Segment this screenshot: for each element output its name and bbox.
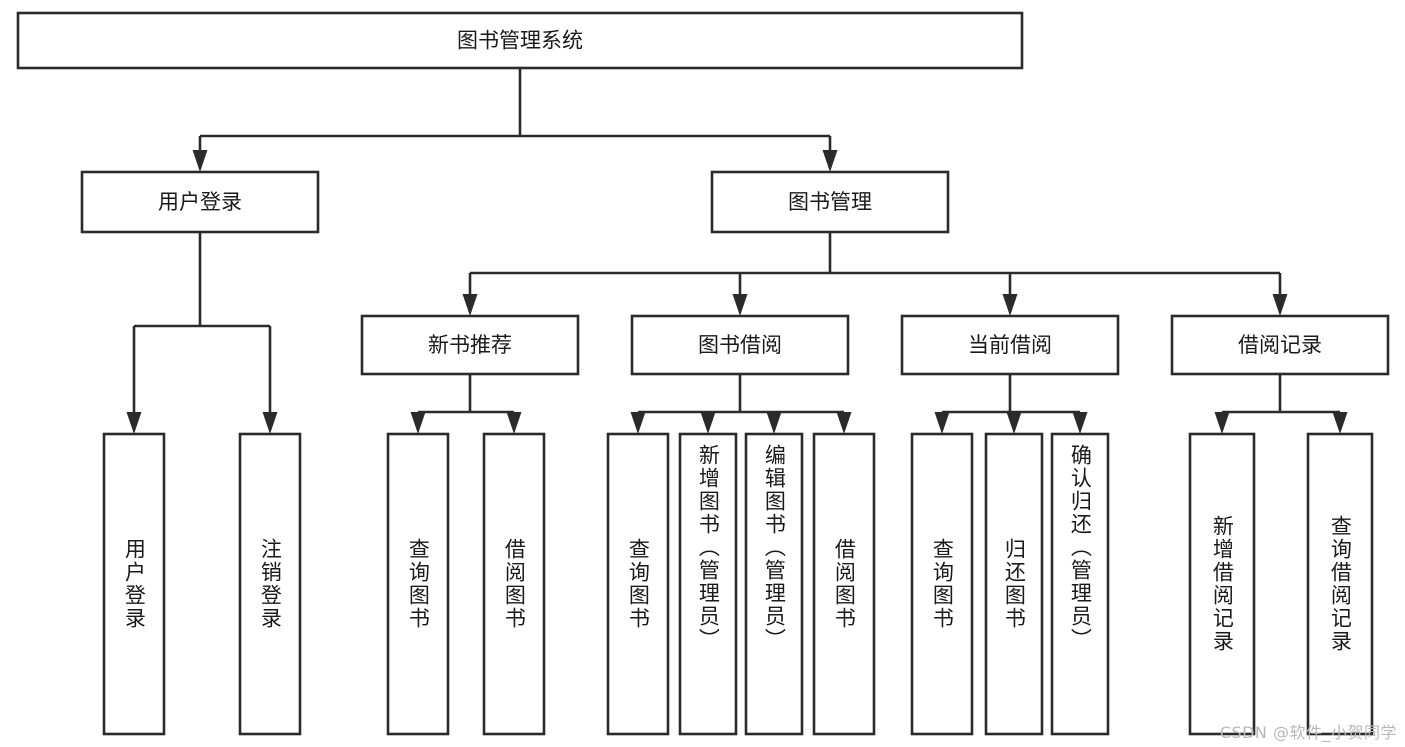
arrowhead-leaf-2-2 <box>1072 412 1088 434</box>
leaf-node-box-8[interactable] <box>910 432 974 736</box>
root-node-box[interactable] <box>16 11 1024 70</box>
leaf-node-box-2[interactable] <box>386 432 450 736</box>
arrowhead-user-login-leaf-1 <box>262 412 278 434</box>
level3-node-box-1[interactable] <box>630 314 850 376</box>
level3-node-box-2[interactable] <box>900 314 1120 376</box>
leaf-node-box-1[interactable] <box>238 432 302 736</box>
arrowhead-level3-0 <box>462 294 478 316</box>
arrowhead-level3-1 <box>732 294 748 316</box>
level2-node-label-1: 图书管理 <box>788 190 872 214</box>
leaf-node-box-9[interactable] <box>984 432 1044 736</box>
arrowhead-level3-3 <box>1272 294 1288 316</box>
leaf-node-box-4[interactable] <box>606 432 670 736</box>
level3-node-label-0: 新书推荐 <box>428 333 512 357</box>
arrowhead-leaf-3-1 <box>1332 412 1348 434</box>
arrowhead-leaf-1-2 <box>766 412 782 434</box>
arrowhead-leaf-2-1 <box>1006 412 1022 434</box>
arrowhead-leaf-1-0 <box>630 412 646 434</box>
arrowhead-leaf-0-1 <box>506 412 522 434</box>
arrowhead-level2-0 <box>192 150 208 172</box>
leaf-node-box-11[interactable] <box>1188 432 1256 736</box>
connector-lines <box>126 68 1348 434</box>
level3-node-label-3: 借阅记录 <box>1238 333 1322 357</box>
leaf-node-box-3[interactable] <box>482 432 546 736</box>
leaf-node-box-6[interactable] <box>744 432 804 736</box>
arrowhead-leaf-2-0 <box>934 412 950 434</box>
level3-node-box-3[interactable] <box>1170 314 1390 376</box>
leaf-node-box-7[interactable] <box>812 432 876 736</box>
arrowhead-leaf-3-0 <box>1214 412 1230 434</box>
arrowhead-level2-1 <box>822 150 838 172</box>
level2-node-box-0[interactable] <box>80 170 320 234</box>
leaf-node-box-0[interactable] <box>102 432 166 736</box>
node-boxes <box>16 11 1390 736</box>
root-node-label: 图书管理系统 <box>457 29 583 53</box>
arrowhead-user-login-leaf-0 <box>126 412 142 434</box>
arrowhead-leaf-0-0 <box>410 412 426 434</box>
level2-node-label-0: 用户登录 <box>158 190 242 214</box>
arrowhead-leaf-1-3 <box>836 412 852 434</box>
leaf-node-box-5[interactable] <box>678 432 738 736</box>
leaf-node-box-10[interactable] <box>1050 432 1110 736</box>
arrowhead-leaf-1-1 <box>700 412 716 434</box>
leaf-node-box-12[interactable] <box>1306 432 1374 736</box>
level2-node-box-1[interactable] <box>710 170 950 234</box>
level3-node-label-2: 当前借阅 <box>968 333 1052 357</box>
level3-node-box-0[interactable] <box>360 314 580 376</box>
arrowhead-level3-2 <box>1002 294 1018 316</box>
level3-node-label-1: 图书借阅 <box>698 333 782 357</box>
watermark-text: CSDN @软件_小贺同学 <box>1219 723 1397 742</box>
